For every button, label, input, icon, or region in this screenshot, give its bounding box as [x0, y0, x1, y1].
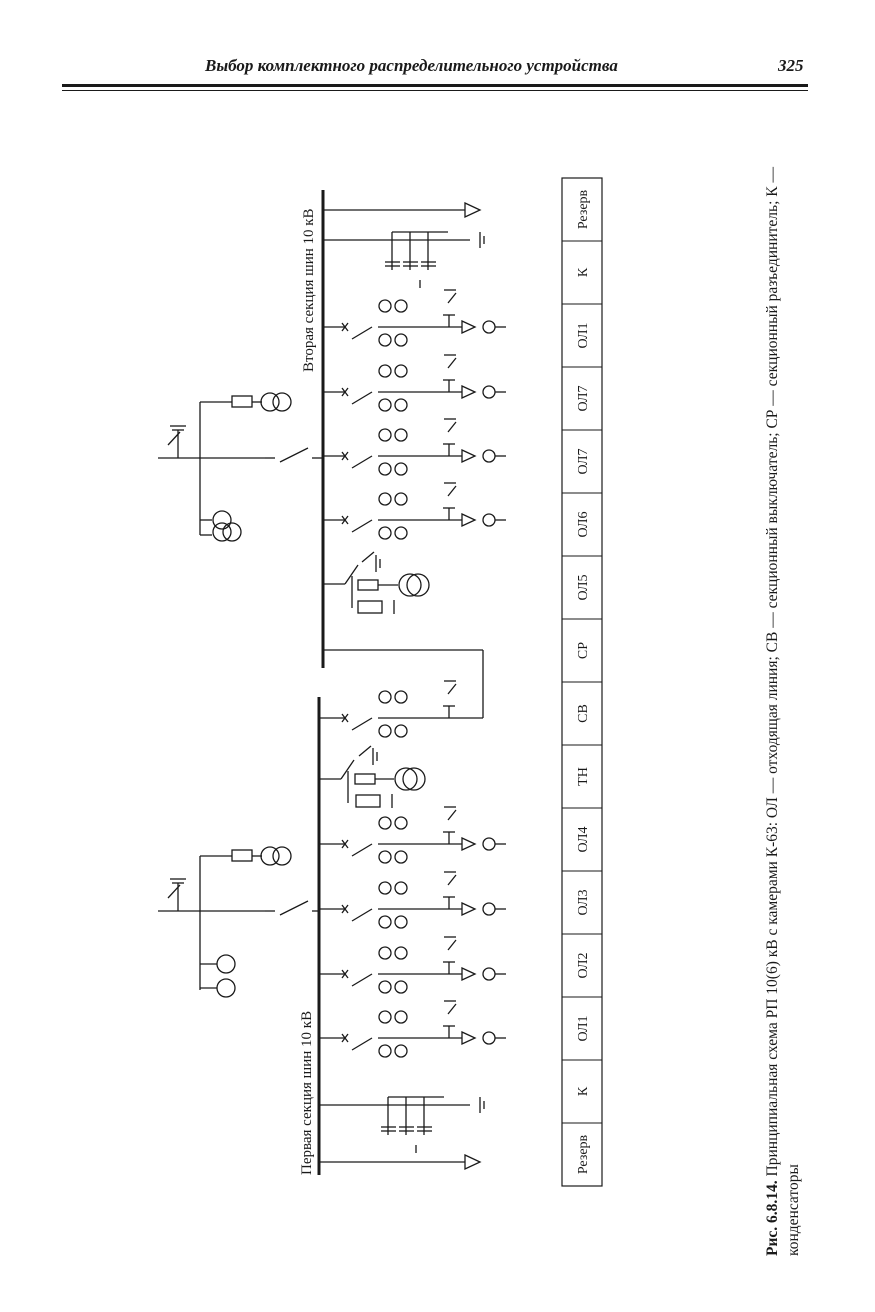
outgoing-feeder — [323, 482, 506, 540]
header-rule-thin — [62, 90, 808, 91]
cell-label: СВ — [576, 704, 591, 723]
outgoing-feeder — [323, 289, 506, 347]
outgoing-feeder — [323, 418, 506, 476]
cell-label: ОЛ5 — [576, 575, 591, 601]
capacitor-bank-bottom — [319, 1096, 485, 1153]
cell-label: ОЛ1 — [576, 1016, 591, 1042]
cell-label: ТН — [576, 767, 591, 786]
capacitor-bank-top — [323, 231, 485, 288]
bus-label-second: Вторая секция шин 10 кВ — [301, 208, 317, 372]
voltage-transformer-bottom — [319, 745, 426, 808]
reserve-feeder-bottom — [319, 1153, 482, 1171]
cell-label: Резерв — [576, 189, 591, 229]
outgoing-feeders — [319, 289, 506, 1058]
caption-label: Рис. 6.8.14. — [764, 1180, 781, 1256]
cell-label: ОЛ6 — [576, 512, 591, 538]
header-title: Выбор комплектного распределительного ус… — [205, 56, 618, 75]
cell-label: ОЛ3 — [576, 890, 591, 916]
caption-text: Принципиальная схема РП 10(6) кВ с камер… — [764, 167, 802, 1256]
outgoing-feeder — [319, 806, 506, 864]
outgoing-feeder — [319, 1000, 506, 1058]
outgoing-feeder — [319, 936, 506, 994]
outgoing-feeder — [319, 680, 457, 738]
page-number: 325 — [778, 56, 804, 75]
cell-label: ОЛ2 — [576, 953, 591, 979]
cell-label: ОЛ1 — [576, 323, 591, 349]
bus-label-first: Первая секция шин 10 кВ — [299, 1011, 315, 1175]
outgoing-feeder — [319, 871, 506, 929]
outgoing-feeder — [323, 354, 506, 412]
incoming-feed-1 — [158, 846, 319, 998]
header-rule-thick — [62, 84, 808, 87]
voltage-transformer-top — [323, 551, 430, 614]
incoming-feed-2 — [158, 392, 323, 542]
bus-and-feeds — [158, 190, 485, 1175]
cell-table: РезервКОЛ1ОЛ2ОЛ3ОЛ4ТНСВСРОЛ5ОЛ6ОЛ7ОЛ7ОЛ1… — [561, 177, 603, 1187]
cell-label: Резерв — [576, 1134, 591, 1174]
reserve-feeder-top — [323, 201, 482, 219]
cell-label: К — [576, 267, 591, 277]
figure-caption: Рис. 6.8.14. Принципиальная схема РП 10(… — [762, 106, 804, 1256]
bus-labels: Вторая секция шин 10 кВ Первая секция ши… — [299, 208, 317, 1175]
cell-label: ОЛ4 — [576, 827, 591, 853]
sectional-link — [323, 649, 484, 719]
cell-label: СР — [576, 642, 591, 659]
cell-label: ОЛ7 — [576, 386, 591, 412]
cell-label: ОЛ7 — [576, 449, 591, 475]
cell-label: К — [576, 1086, 591, 1096]
